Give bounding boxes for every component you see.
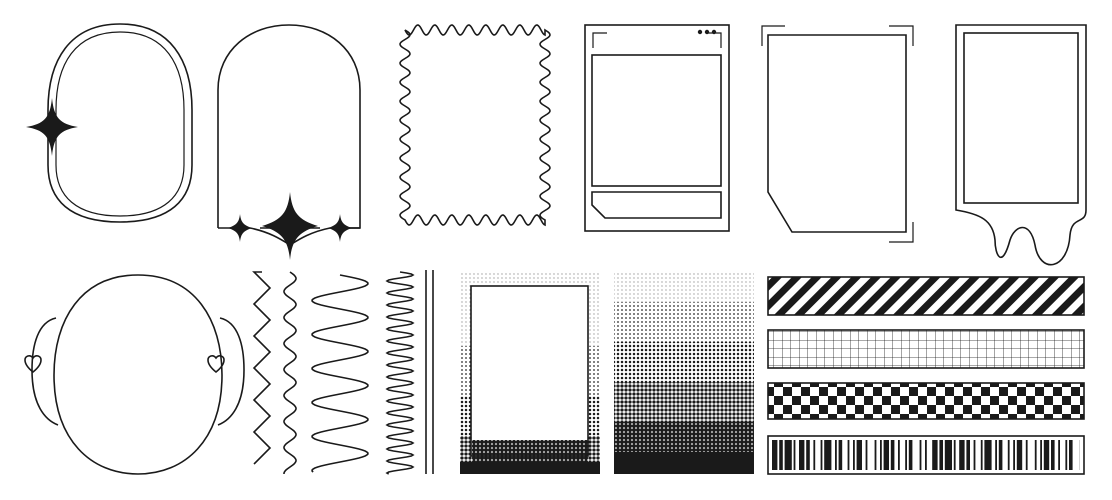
cut-corner-frame: [761, 25, 914, 243]
barcode-bar: [908, 440, 913, 470]
barcode-bar: [813, 440, 816, 470]
wave-lines-set: [252, 270, 434, 475]
wavy-frame: [399, 24, 551, 227]
barcode-bar: [998, 440, 1003, 470]
heart-icon: [24, 355, 42, 374]
barcode-bar: [959, 440, 965, 470]
barcode-bar: [1069, 440, 1073, 470]
barcode-tape: [767, 435, 1085, 475]
barcode-bar: [835, 440, 837, 470]
barcode-bar: [898, 440, 900, 470]
barcode-bar: [995, 440, 997, 470]
barcode-bar: [973, 440, 976, 470]
barcode-bar: [874, 440, 877, 470]
barcode-bar: [784, 440, 792, 470]
sparkle-icon: [26, 98, 78, 156]
barcode-bar: [966, 440, 970, 470]
halftone-gradient-block: [614, 272, 754, 474]
barcode-bar: [1016, 440, 1023, 470]
barcode-bar: [865, 440, 868, 470]
barcode-bar: [1013, 440, 1015, 470]
barcode-bar: [944, 440, 952, 470]
barcode-bar: [1051, 440, 1055, 470]
barcode-bar: [919, 440, 922, 470]
arch-sparkle-frame: [217, 24, 361, 260]
barcode-bar: [1007, 440, 1010, 470]
checker-tape: [767, 382, 1085, 420]
tape-strips: [767, 276, 1085, 475]
barcode-bar: [772, 440, 778, 470]
barcode-bar: [806, 440, 810, 470]
barcode-bar: [1025, 440, 1028, 470]
barcode-bar: [1040, 440, 1042, 470]
barcode-bar: [793, 440, 796, 470]
barcode-bar: [939, 440, 943, 470]
heart-handle-frame: [24, 274, 245, 475]
sparkle-icon: [328, 214, 352, 242]
barcode-bar: [779, 440, 783, 470]
halftone-border-frame: [460, 272, 600, 474]
barcode-bar: [1034, 440, 1037, 470]
barcode-bar: [838, 440, 843, 470]
barcode-bar: [853, 440, 855, 470]
oval-sparkle-frame: [26, 23, 193, 223]
heart-icon: [207, 355, 225, 374]
barcode-bar: [932, 440, 938, 470]
barcode-bar: [883, 440, 889, 470]
barcode-bar: [925, 440, 927, 470]
barcode-bar: [953, 440, 956, 470]
striped-tape: [767, 276, 1085, 316]
window-dots-icon: [697, 29, 717, 35]
barcode-bar: [905, 440, 907, 470]
window-frame: [584, 24, 730, 232]
barcode-bar: [824, 440, 832, 470]
sparkle-icon: [262, 192, 318, 260]
barcode-bar: [1065, 440, 1068, 470]
barcode-bar: [984, 440, 992, 470]
grid-tape: [767, 329, 1085, 369]
barcode-bar: [980, 440, 983, 470]
sparkle-icon: [228, 214, 252, 242]
barcode-bar: [1043, 440, 1050, 470]
dripping-frame: [955, 24, 1087, 266]
barcode-bar: [856, 440, 862, 470]
barcode-bar: [880, 440, 882, 470]
barcode-bar: [820, 440, 823, 470]
barcode-bar: [799, 440, 805, 470]
barcode-bar: [890, 440, 895, 470]
barcode-bar: [1058, 440, 1060, 470]
barcode-bar: [847, 440, 850, 470]
